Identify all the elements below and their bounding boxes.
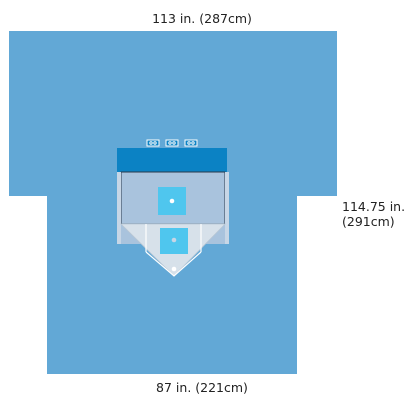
tube-holder-icon <box>146 139 160 147</box>
tube-holder-icon <box>184 139 198 147</box>
tube-holder-icon <box>165 139 179 147</box>
drape-header-band <box>117 148 227 172</box>
lower-fenestration-dot <box>171 237 177 243</box>
tube-holder-icons <box>146 139 198 147</box>
length-inches: 114.75 in. <box>342 199 404 214</box>
pouch-seam <box>145 224 202 277</box>
upper-fenestration-dot <box>169 198 175 204</box>
length-label: 114.75 in. (291cm) <box>342 199 404 229</box>
side-strip-left <box>117 172 121 244</box>
side-strip-right <box>225 172 229 244</box>
length-cm: (291cm) <box>342 214 395 229</box>
bottom-width-label: 87 in. (221cm) <box>156 380 248 395</box>
top-width-label: 113 in. (287cm) <box>152 11 252 26</box>
pouch-tip-dot <box>171 266 177 272</box>
